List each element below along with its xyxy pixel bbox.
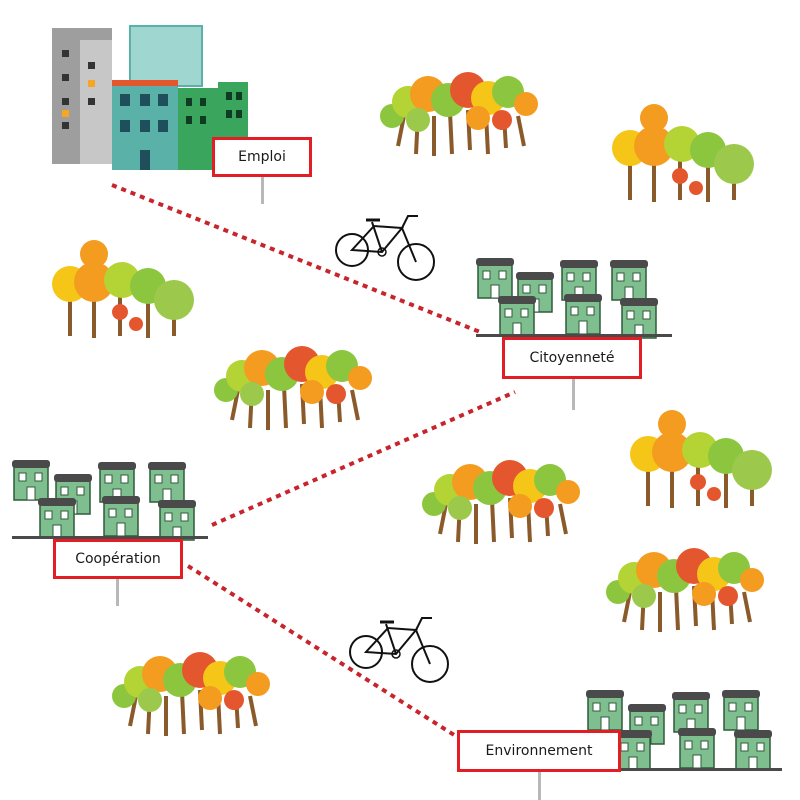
sign-pole [261, 176, 264, 204]
village-houses-icon [11, 459, 208, 541]
sign-cooperation: Coopération [53, 539, 183, 579]
tree-cluster-icon [610, 102, 756, 204]
route-lines [111, 183, 516, 742]
bicycle-icon [348, 616, 450, 684]
bicycle-icon [334, 214, 436, 282]
forest-icon [110, 650, 272, 738]
sign-pole [116, 578, 119, 606]
sign-pole [572, 376, 575, 410]
village-houses-icon [585, 689, 782, 771]
forest-icon [378, 70, 540, 158]
tree-cluster-icon [628, 408, 774, 510]
sign-emploi: Emploi [212, 137, 312, 177]
forest-icon [420, 458, 582, 546]
office-buildings-icon [52, 25, 248, 170]
forest-icon [604, 546, 766, 634]
tree-cluster-icon [50, 238, 196, 340]
forest-icon [212, 344, 374, 432]
sign-environnement: Environnement [457, 730, 621, 772]
sign-citoyennete: Citoyenneté [502, 337, 642, 379]
village-houses-icon [475, 257, 672, 339]
sign-pole [538, 772, 541, 800]
